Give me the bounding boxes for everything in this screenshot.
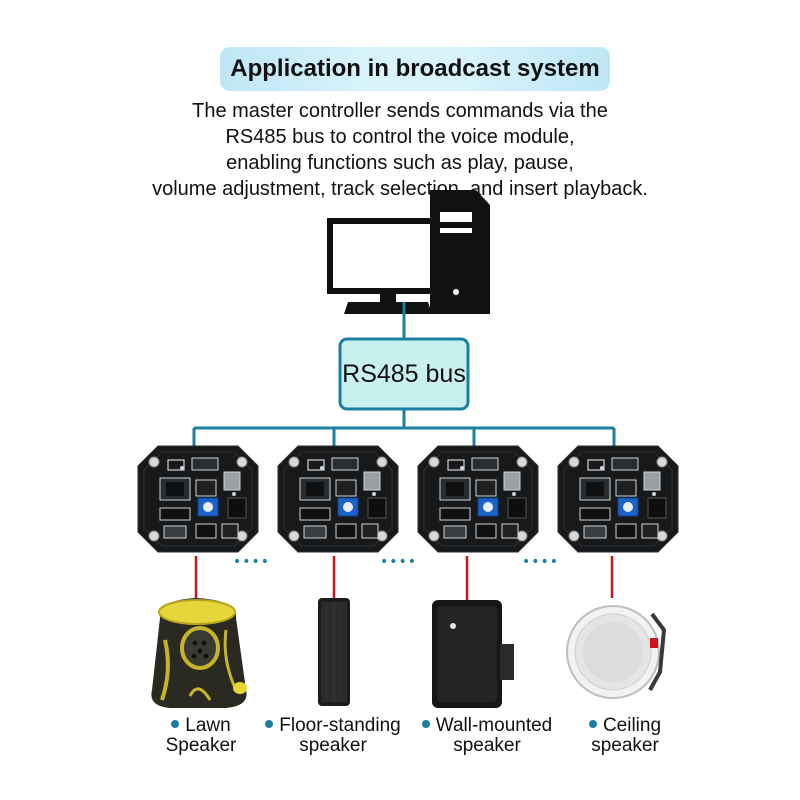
speaker-label-wall-line1: Wall-mounted xyxy=(435,715,553,736)
speaker-label-lawn-line2: Speaker xyxy=(165,735,237,756)
speaker-label-ceiling: Ceiling speaker xyxy=(570,716,680,756)
speaker-label-wall-line2: speaker xyxy=(453,735,521,756)
bullet-dot xyxy=(421,719,430,728)
speaker-label-floor-line2: speaker xyxy=(299,735,367,756)
computer-icon xyxy=(327,190,490,314)
bullet-dot xyxy=(171,719,180,728)
ellipsis-2: •••• xyxy=(380,554,417,570)
page-title: Application in broadcast system xyxy=(230,55,600,82)
speaker-label-lawn-line1: Lawn xyxy=(185,715,231,736)
description-line-4: volume adjustment, track selection, and … xyxy=(152,178,648,200)
speaker-label-floor-line1: Floor-standing xyxy=(279,715,401,736)
ellipsis-1: •••• xyxy=(233,554,270,570)
tower-drive-slot xyxy=(440,212,472,222)
speaker-label-lawn: Lawn Speaker xyxy=(146,716,256,756)
speaker-label-ceiling-line2: speaker xyxy=(591,735,659,756)
tower-drive-slot-2 xyxy=(440,228,472,233)
speaker-label-floor: Floor-standing speaker xyxy=(258,716,408,756)
voice-module-board-4 xyxy=(557,445,679,553)
voice-module-board-3 xyxy=(417,445,539,553)
voice-module-board-1 xyxy=(137,445,259,553)
computer-tower xyxy=(430,190,490,314)
voice-module-board-2 xyxy=(277,445,399,553)
ceiling-speaker-image xyxy=(566,605,667,699)
monitor-neck xyxy=(380,294,396,302)
ellipsis-3: •••• xyxy=(522,554,559,570)
title-banner: Application in broadcast system xyxy=(220,47,610,91)
monitor-stand xyxy=(344,302,432,314)
bullet-dot xyxy=(588,719,597,728)
description-line-3: enabling functions such as play, pause, xyxy=(226,152,574,174)
tower-power-button xyxy=(453,289,459,295)
floor-speaker-image xyxy=(318,598,350,706)
monitor-screen xyxy=(333,224,441,288)
description: The master controller sends commands via… xyxy=(100,98,700,202)
speaker-label-wall: Wall-mounted speaker xyxy=(412,716,562,756)
bullet-dot xyxy=(265,719,274,728)
description-line-1: The master controller sends commands via… xyxy=(192,100,608,122)
description-line-2: RS485 bus to control the voice module, xyxy=(225,126,575,148)
bus-label: RS485 bus xyxy=(342,359,466,388)
wall-speaker-image xyxy=(432,600,514,708)
speaker-label-ceiling-line1: Ceiling xyxy=(602,715,662,736)
lawn-speaker-image xyxy=(151,598,247,708)
